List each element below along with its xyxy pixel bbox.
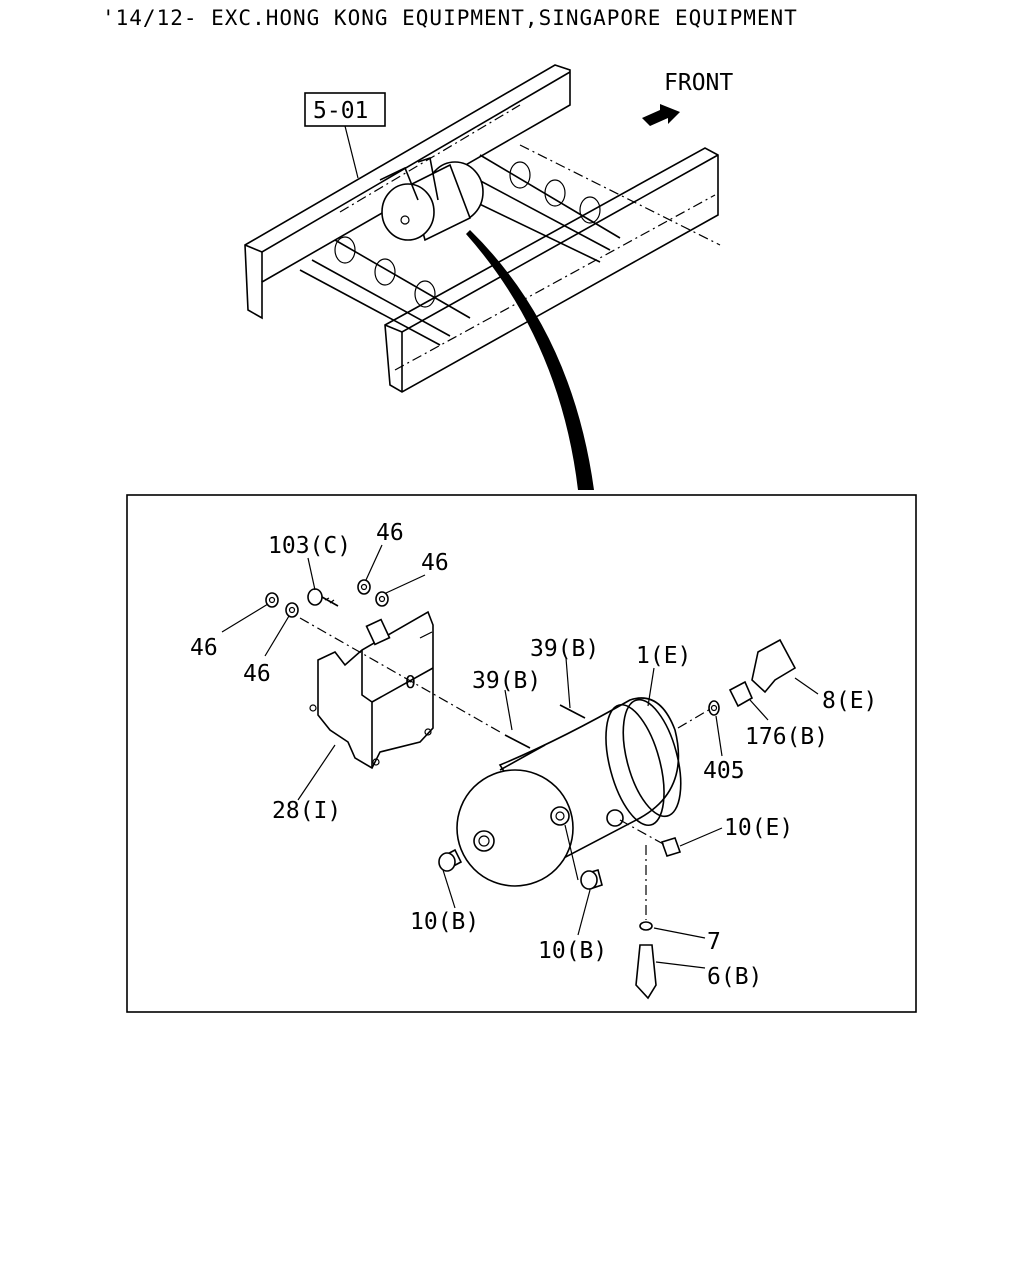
callout-46-right: 46 <box>421 550 449 576</box>
reference-box-label: 5-01 <box>313 98 368 124</box>
callout-176b: 176(B) <box>745 724 828 750</box>
callout-28i: 28(I) <box>272 798 341 824</box>
front-label: FRONT <box>664 70 733 96</box>
front-arrow-icon <box>642 104 680 126</box>
callout-103c: 103(C) <box>268 533 351 559</box>
callout-39b-upper: 39(B) <box>530 636 599 662</box>
air-tank <box>456 697 682 887</box>
callout-7: 7 <box>707 929 721 955</box>
callout-10b-right: 10(B) <box>538 938 607 964</box>
reference-leader <box>344 125 359 179</box>
hardware <box>265 579 389 618</box>
leader-lines <box>221 544 819 969</box>
applicability-header: '14/12- EXC.HONG KONG EQUIPMENT,SINGAPOR… <box>102 6 798 30</box>
callout-46-left: 46 <box>190 635 218 661</box>
callout-10e: 10(E) <box>724 815 793 841</box>
callout-46-top: 46 <box>376 520 404 546</box>
mounting-studs <box>504 704 586 749</box>
callout-46-lower: 46 <box>243 661 271 687</box>
tank-bracket: 0 <box>309 610 434 770</box>
chassis-frame-overview <box>244 64 721 393</box>
detail-connector <box>466 230 594 490</box>
svg-text:0: 0 <box>405 672 416 693</box>
callout-405: 405 <box>703 758 745 784</box>
callout-8e: 8(E) <box>822 688 877 714</box>
callout-1e: 1(E) <box>636 643 691 669</box>
fittings <box>438 638 797 1000</box>
callout-6b: 6(B) <box>707 964 762 990</box>
callout-39b-lower: 39(B) <box>472 668 541 694</box>
reference-box-group: 5-01 <box>304 92 386 179</box>
detail-frame <box>126 494 917 1013</box>
callout-10b-left: 10(B) <box>410 909 479 935</box>
